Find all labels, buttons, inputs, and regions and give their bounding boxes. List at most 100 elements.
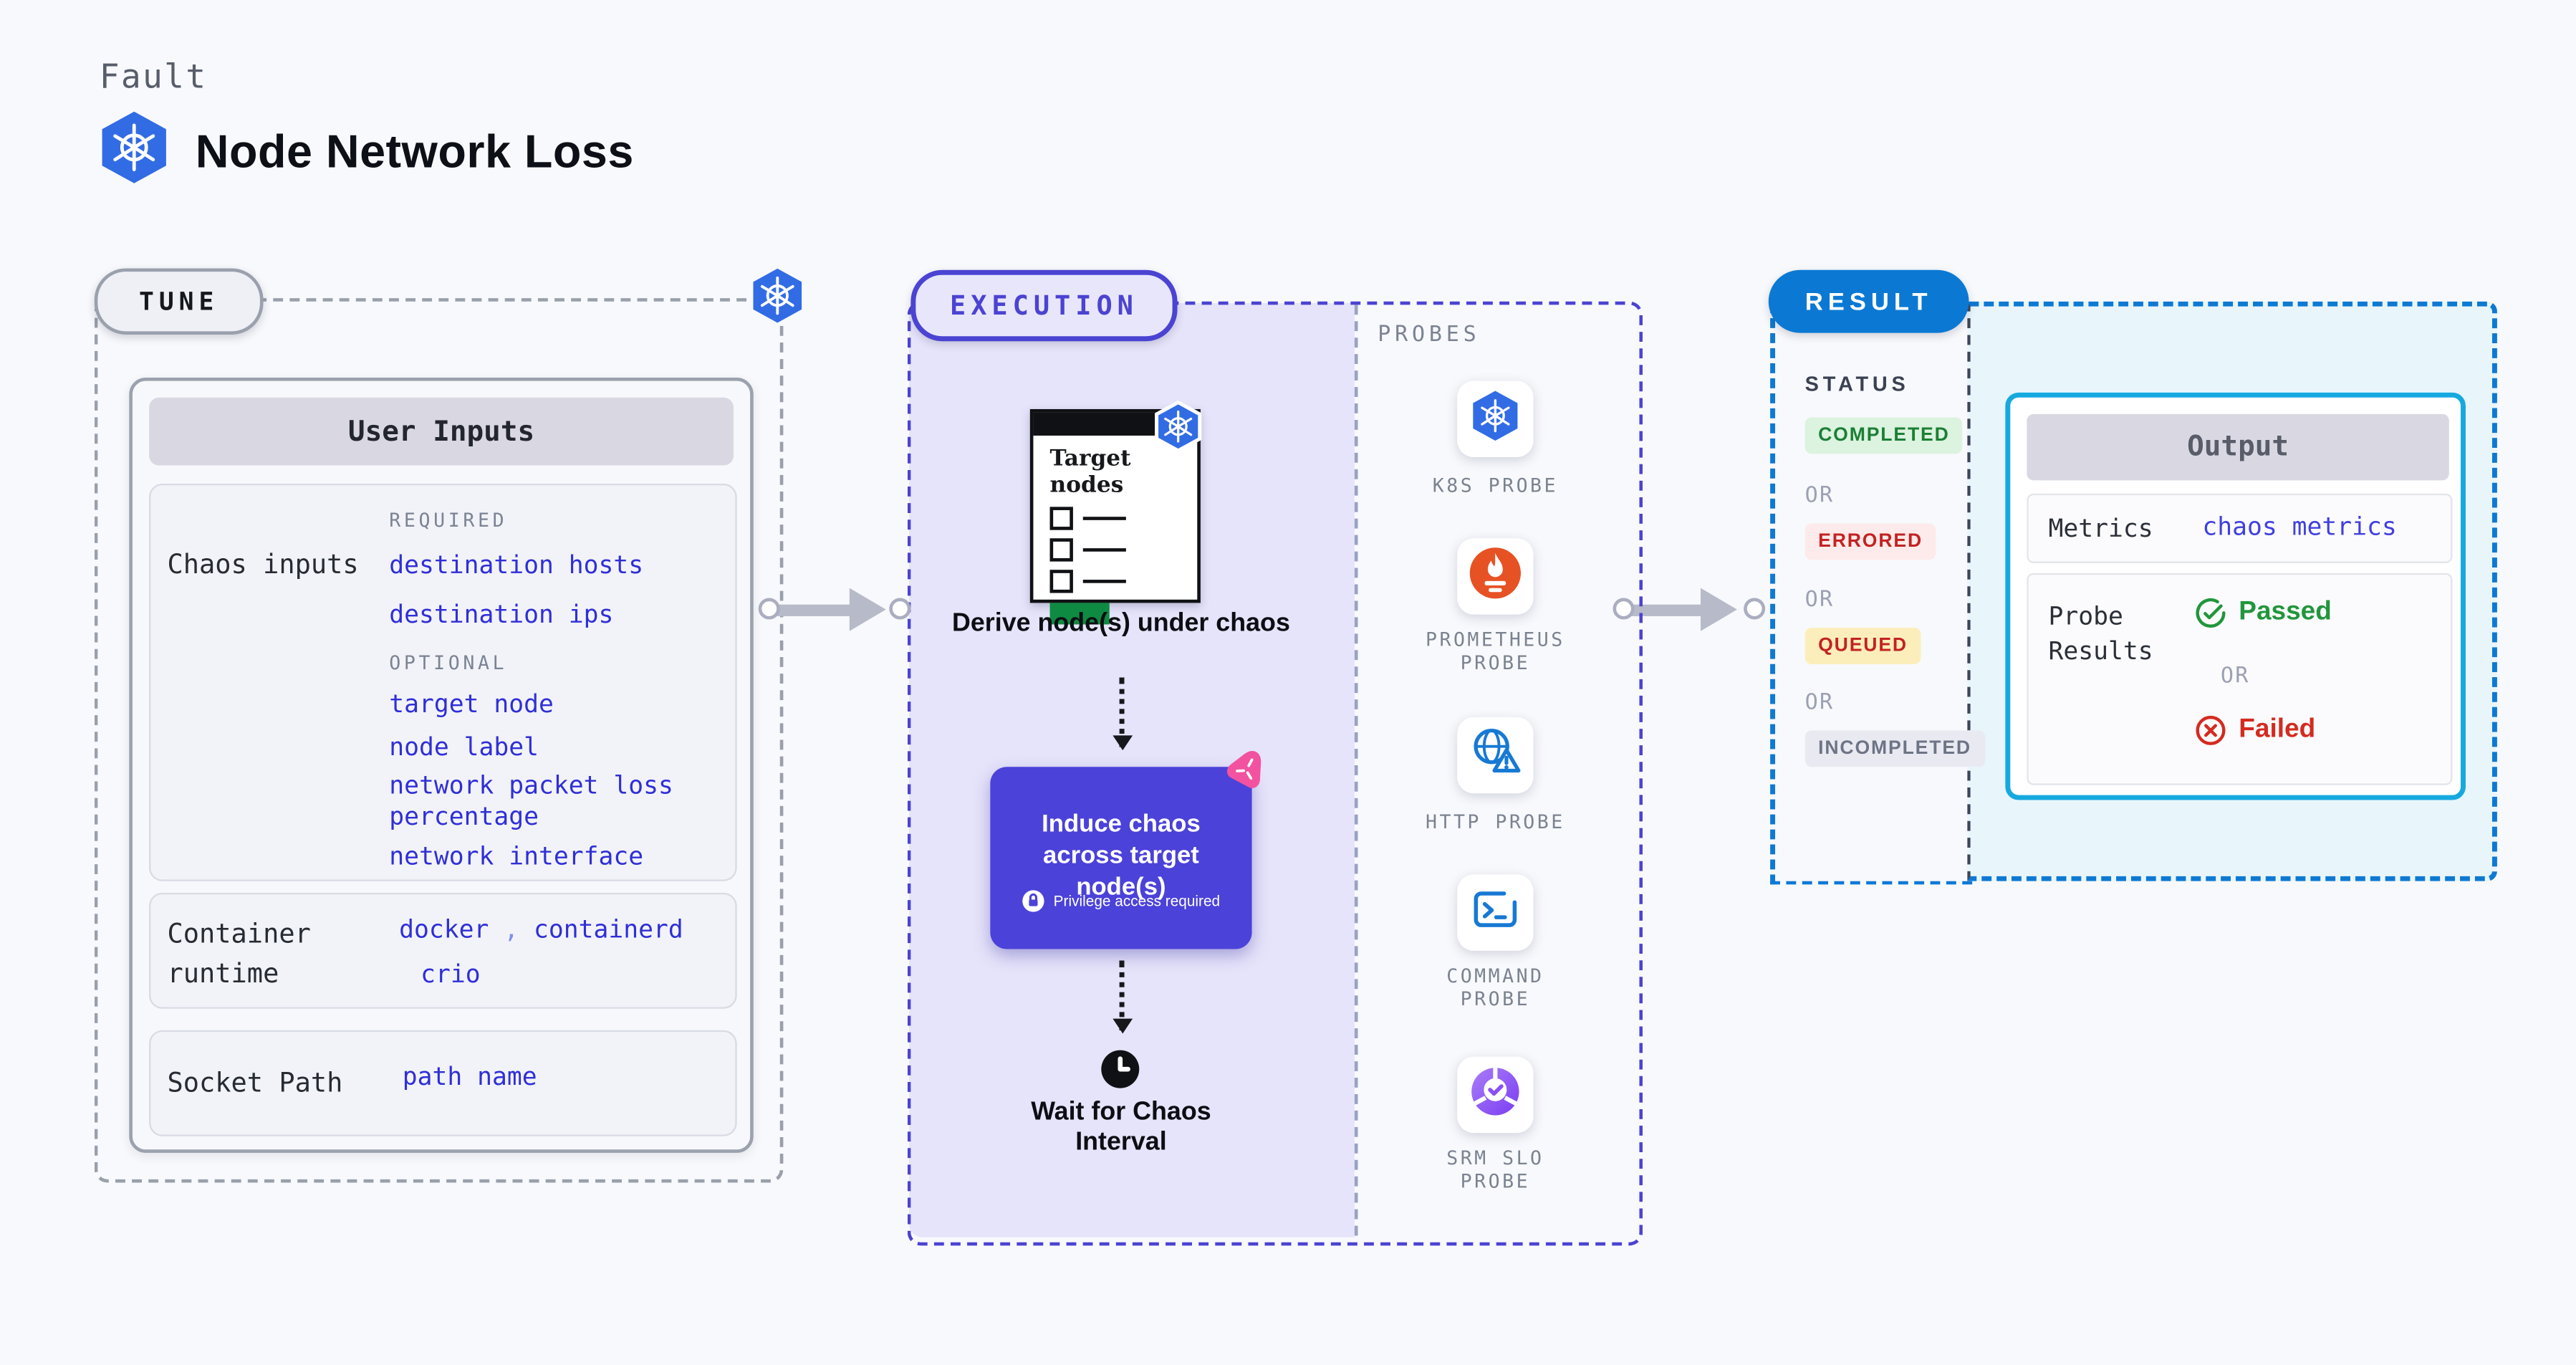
or-text: OR	[1804, 690, 1835, 716]
node-line	[1082, 579, 1126, 584]
output-title: Output	[2027, 413, 2449, 481]
arrow-head-icon	[1701, 588, 1737, 631]
lock-icon	[1022, 889, 1045, 912]
user-inputs-card: User Inputs Chaos inputs REQUIRED destin…	[129, 378, 754, 1153]
flow-arrow-down	[1112, 677, 1133, 751]
metrics-row: Metrics chaos metrics	[2027, 493, 2453, 563]
status-badge-errored: ERRORED	[1804, 523, 1936, 560]
status-badge-incompleted: INCOMPLETED	[1804, 730, 1985, 767]
link-docker[interactable]: docker	[399, 914, 489, 944]
arrow-tune-to-execution	[777, 603, 853, 616]
flow-arrow-down	[1112, 960, 1133, 1034]
probes-divider	[1354, 305, 1358, 1236]
litmus-chaos-icon	[1226, 745, 1270, 790]
link-containerd[interactable]: containerd	[533, 914, 683, 944]
passed-text: Passed	[2239, 598, 2332, 626]
induce-chaos-card: Induce chaos across target node(s) Privi…	[990, 767, 1252, 949]
target-node-row	[1049, 507, 1198, 530]
status-heading: STATUS	[1804, 373, 1910, 396]
runtime-separator: ,	[504, 914, 519, 944]
execution-section-pill: EXECUTION	[910, 269, 1178, 342]
step-derive-nodes: Derive node(s) under chaos	[951, 609, 1290, 638]
failed-text: Failed	[2239, 715, 2316, 744]
or-text: OR	[1804, 588, 1835, 613]
optional-heading: OPTIONAL	[389, 651, 508, 674]
user-inputs-title: User Inputs	[149, 397, 734, 466]
link-target-node[interactable]: target node	[389, 689, 554, 719]
check-circle-icon	[2194, 596, 2227, 629]
required-heading: REQUIRED	[389, 508, 508, 532]
container-runtime-row: Container runtime docker , containerd cr…	[149, 892, 737, 1009]
probe-label: COMMAND PROBE	[1446, 964, 1544, 1011]
status-badge-completed: COMPLETED	[1804, 417, 1964, 454]
checkbox-icon	[1049, 507, 1073, 530]
fault-kicker: Fault	[99, 56, 208, 97]
induce-chaos-text: Induce chaos across target node(s)	[1042, 810, 1201, 901]
passed-result: Passed	[2194, 596, 2332, 629]
checkbox-icon	[1049, 538, 1073, 562]
link-network-interface[interactable]: network interface	[389, 841, 644, 871]
socket-path-label: Socket Path	[167, 1066, 343, 1098]
tune-section-pill: TUNE	[94, 268, 264, 335]
connector-dot	[1613, 598, 1635, 620]
probe-label: K8S PROBE	[1432, 474, 1558, 497]
connector-dot	[889, 598, 911, 620]
kubernetes-corner-icon	[747, 264, 809, 327]
prometheus-probe-card	[1457, 538, 1534, 615]
tune-section-box	[94, 298, 784, 1183]
target-nodes-title: Target nodes	[1049, 445, 1131, 499]
node-line	[1082, 516, 1126, 521]
command-probe-icon	[1467, 881, 1524, 944]
link-node-label[interactable]: node label	[389, 732, 539, 762]
execution-section-box	[907, 301, 1643, 1246]
k8s-probe-icon	[1469, 389, 1522, 449]
probe-results-label: Probe Results	[2048, 601, 2153, 666]
page-title: Node Network Loss	[195, 125, 634, 178]
container-runtime-label: Container runtime	[167, 917, 311, 990]
chaos-inputs-row: Chaos inputs REQUIRED destination hosts …	[149, 483, 737, 881]
k8s-probe-card	[1457, 380, 1534, 458]
kubernetes-logo-icon	[96, 110, 172, 186]
node-line	[1082, 547, 1126, 552]
srm-slo-probe-icon	[1467, 1063, 1524, 1126]
probe-label: SRM SLO PROBE	[1446, 1146, 1544, 1193]
link-destination-ips[interactable]: destination ips	[389, 599, 614, 630]
probe-label: HTTP PROBE	[1425, 810, 1565, 833]
chaos-inputs-label: Chaos inputs	[167, 548, 359, 580]
status-badge-queued: QUEUED	[1804, 628, 1921, 664]
failed-result: Failed	[2194, 714, 2315, 747]
privilege-note: Privilege access required	[990, 889, 1251, 912]
or-text: OR	[2220, 664, 2250, 689]
output-card: Output Metrics chaos metrics Probe Resul…	[2005, 392, 2466, 800]
link-path-name[interactable]: path name	[402, 1061, 537, 1092]
x-circle-icon	[2194, 714, 2227, 747]
target-node-row	[1049, 538, 1198, 562]
result-status-column	[1770, 303, 1973, 885]
link-destination-hosts[interactable]: destination hosts	[389, 550, 644, 580]
prometheus-probe-icon	[1467, 545, 1524, 608]
clock-icon	[1100, 1048, 1141, 1090]
command-probe-card	[1457, 874, 1534, 951]
arrow-head-icon	[849, 588, 886, 631]
srm-slo-probe-card	[1457, 1056, 1534, 1134]
arrow-execution-to-result	[1630, 603, 1704, 616]
http-probe-card	[1457, 717, 1534, 794]
connector-dot	[1744, 598, 1766, 620]
link-crio[interactable]: crio	[420, 959, 481, 990]
step-wait-interval: Wait for Chaos Interval	[1031, 1098, 1211, 1156]
result-section-pill: RESULT	[1768, 269, 1969, 333]
link-network-packet-loss-percentage[interactable]: network packet loss percentage	[389, 770, 673, 832]
probe-results-row: Probe Results Passed OR Failed	[2027, 573, 2453, 785]
metrics-value[interactable]: chaos metrics	[2202, 512, 2397, 542]
socket-path-row: Socket Path path name	[149, 1030, 737, 1136]
connector-dot	[758, 598, 780, 620]
probe-label: PROMETHEUS PROBE	[1425, 628, 1565, 674]
privilege-note-text: Privilege access required	[1053, 892, 1221, 910]
or-text: OR	[1804, 483, 1835, 509]
http-probe-icon	[1466, 722, 1525, 788]
probes-heading: PROBES	[1378, 322, 1481, 348]
metrics-label: Metrics	[2048, 513, 2153, 544]
kubernetes-badge-icon	[1153, 400, 1204, 453]
